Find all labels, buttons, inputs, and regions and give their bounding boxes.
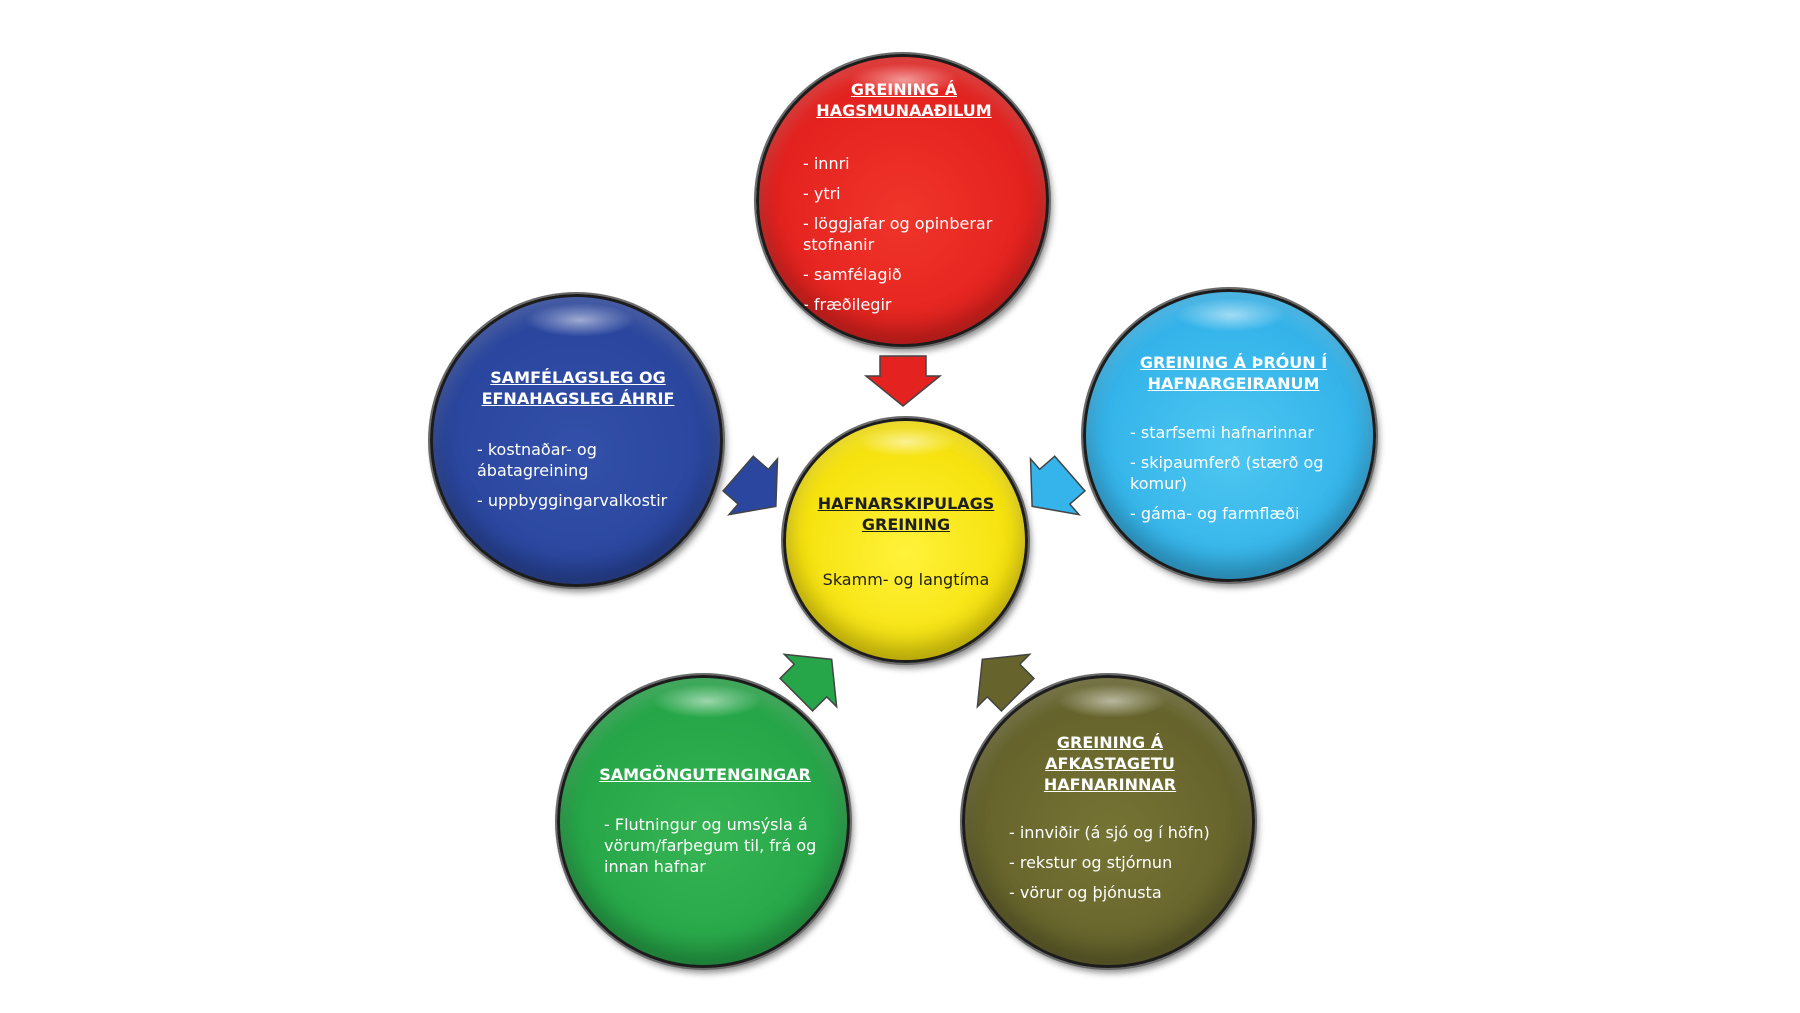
node-items: - starfsemi hafnarinnar - skipaumferð (s…: [1130, 422, 1355, 533]
node-port-sector-trends: GREINING Á ÞRÓUN Í HAFNARGEIRANUM - star…: [1083, 289, 1376, 582]
center-title: HAFNARSKIPULAGS GREINING: [817, 494, 995, 534]
arrow-icon: [1008, 446, 1094, 535]
node-title: SAMGÖNGUTENGINGAR: [599, 765, 811, 784]
node-items: - kostnaðar- og ábatagreining - uppbyggi…: [477, 439, 697, 520]
list-item: - skipaumferð (stærð og komur): [1130, 453, 1324, 493]
node-center-port-planning: HAFNARSKIPULAGS GREINING Skamm- og langt…: [783, 418, 1028, 663]
list-item: - ytri: [803, 184, 841, 203]
list-item: - innviðir (á sjó og í höfn): [1009, 823, 1210, 842]
list-item: - vörur og þjónusta: [1009, 883, 1162, 902]
node-items: - innri - ytri - löggjafar og opinberar …: [803, 153, 1023, 324]
list-item: - Flutningur og umsýsla á vörum/farþegum…: [604, 815, 817, 876]
arrow-icon: [714, 446, 800, 535]
node-items: - innviðir (á sjó og í höfn) - rekstur o…: [1009, 822, 1234, 912]
list-item: - starfsemi hafnarinnar: [1130, 423, 1314, 442]
arrow-icon: [770, 633, 858, 721]
list-item: - innri: [803, 154, 850, 173]
node-port-capacity: GREINING Á AFKASTAGETU HAFNARINNAR - inn…: [962, 675, 1255, 968]
list-item: - löggjafar og opinberar stofnanir: [803, 214, 993, 254]
arrow-icon: [956, 633, 1044, 721]
node-title: GREINING Á HAGSMUNAAÐILUM: [816, 80, 992, 120]
list-item: - gáma- og farmflæði: [1130, 504, 1300, 523]
node-stakeholder-analysis: GREINING Á HAGSMUNAAÐILUM - innri - ytri…: [756, 54, 1049, 347]
list-item: - uppbyggingarvalkostir: [477, 491, 668, 510]
arrow-down-icon: [863, 355, 943, 407]
node-title: GREINING Á ÞRÓUN Í HAFNARGEIRANUM: [1139, 353, 1328, 393]
node-socioeconomic-impact: SAMFÉLAGSLEG OG EFNAHAGSLEG ÁHRIF - kost…: [430, 294, 723, 587]
node-items: - Flutningur og umsýsla á vörum/farþegum…: [604, 814, 824, 886]
center-subtitle: Skamm- og langtíma: [822, 570, 990, 589]
list-item: - kostnaðar- og ábatagreining: [477, 440, 597, 480]
node-transport-connections: SAMGÖNGUTENGINGAR - Flutningur og umsýsl…: [557, 675, 850, 968]
node-title: GREINING Á AFKASTAGETU HAFNARINNAR: [1043, 733, 1177, 794]
list-item: - fræðilegir: [803, 295, 892, 314]
list-item: - rekstur og stjórnun: [1009, 853, 1173, 872]
node-title: SAMFÉLAGSLEG OG EFNAHAGSLEG ÁHRIF: [481, 368, 675, 408]
list-item: - samfélagið: [803, 265, 902, 284]
